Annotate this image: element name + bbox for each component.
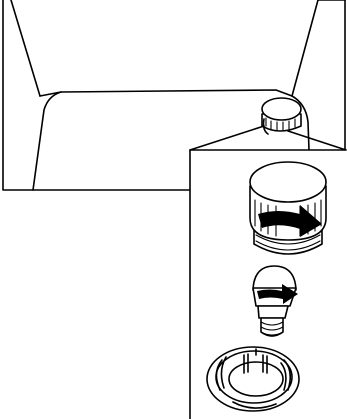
tank-opening xyxy=(207,347,299,411)
tank-cap-overview xyxy=(262,98,301,134)
tank-cap xyxy=(250,162,326,254)
